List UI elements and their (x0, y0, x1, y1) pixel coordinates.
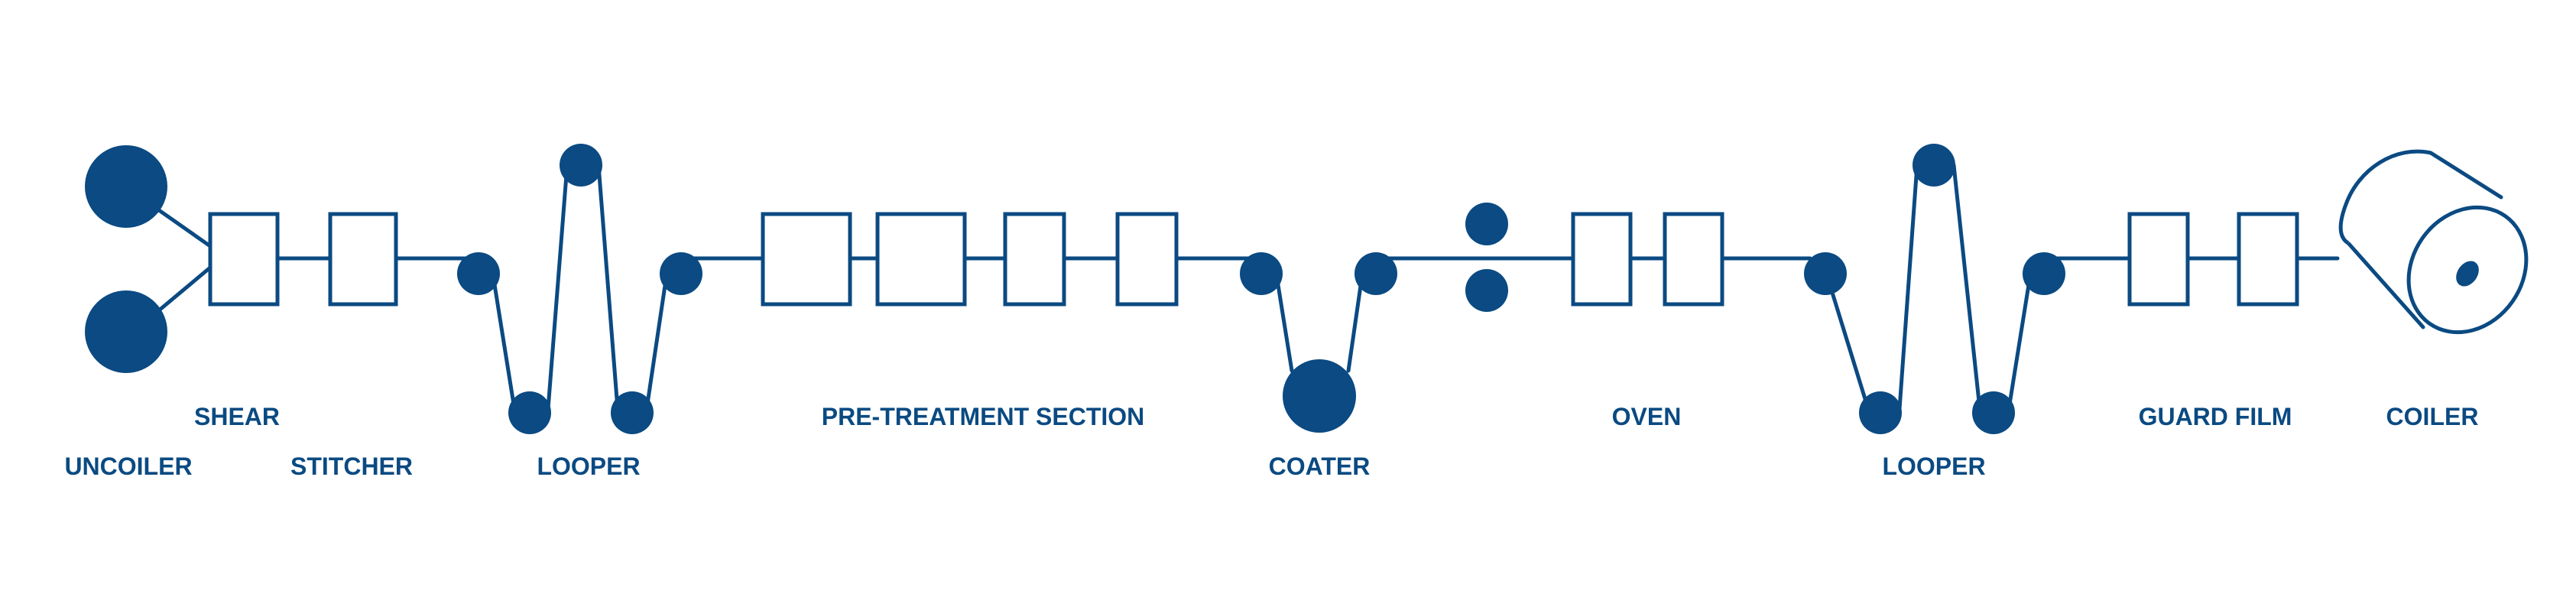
strip-coater-in (1274, 273, 1294, 373)
strip-looper1-d (644, 273, 669, 411)
stitcher-unit (328, 212, 398, 307)
coater-entry-roll (1240, 252, 1283, 295)
shear-unit (208, 212, 280, 307)
label-shear: SHEAR (194, 403, 280, 430)
guard-film-unit-2 (2237, 212, 2299, 307)
coiler-core (2456, 261, 2479, 287)
strip-looper2-b (1897, 163, 1919, 411)
uncoiler (85, 145, 167, 373)
oven-zone-2 (1663, 212, 1724, 307)
entry-looper (457, 144, 702, 434)
label-coiler: COILER (2386, 403, 2479, 430)
strip-looper1-a (491, 273, 517, 411)
strip-coater-out (1346, 273, 1364, 373)
label-coater: COATER (1269, 453, 1371, 480)
guard-film-unit-1 (2127, 212, 2190, 307)
uncoiler-top-coil (85, 145, 167, 228)
pretreatment-tank-1 (761, 212, 852, 307)
label-pretreatment: PRE-TREATMENT SECTION (822, 403, 1145, 430)
pretreatment-section (761, 212, 1179, 307)
label-uncoiler: UNCOILER (64, 453, 192, 480)
uncoiler-bottom-coil (85, 290, 167, 373)
looper2-entry-roll (1804, 252, 1847, 295)
strip-path (157, 163, 2340, 411)
coater-applicator-roll (1283, 359, 1356, 433)
looper1-entry-roll (457, 252, 500, 295)
looper1-bottom-roll-2 (611, 391, 654, 434)
strip-looper1-c (596, 163, 620, 411)
guard-film (2127, 212, 2299, 307)
strip-uncoiler-bottom-feed (157, 265, 213, 313)
pretreatment-tank-3 (1003, 212, 1066, 307)
label-guard-film: GUARD FILM (2139, 403, 2292, 430)
coater-exit-roll (1355, 252, 1397, 295)
label-looper-exit: LOOPER (1882, 453, 1985, 480)
looper2-top-roll (1913, 144, 1955, 187)
label-oven: OVEN (1612, 403, 1682, 430)
strip-looper2-c (1951, 163, 1982, 411)
coiler-top-edge (2428, 151, 2503, 200)
looper1-top-roll (560, 144, 602, 187)
strip-uncoiler-top-feed (157, 208, 213, 248)
coiler-icon (2338, 149, 2529, 335)
oven (1571, 212, 1724, 307)
looper1-exit-roll (660, 252, 702, 295)
coater (1240, 252, 1397, 433)
coiler-bottom-edge (2346, 241, 2425, 329)
looper1-bottom-roll-1 (508, 391, 551, 434)
coiler-back-arc (2338, 149, 2432, 245)
nip-roll-bottom (1465, 269, 1508, 312)
oven-zone-1 (1571, 212, 1633, 307)
label-looper-entry: LOOPER (537, 453, 640, 480)
strip-looper2-d (2007, 273, 2033, 411)
looper2-exit-roll (2023, 252, 2065, 295)
label-stitcher: STITCHER (290, 453, 413, 480)
labels: UNCOILER SHEAR STITCHER LOOPER PRE-TREAT… (64, 403, 2478, 480)
pretreatment-tank-2 (875, 212, 967, 307)
nip-roll-top (1465, 203, 1508, 245)
strip-looper1-b (546, 163, 569, 411)
strip-looper2-a (1825, 273, 1870, 411)
looper2-bottom-roll-1 (1859, 391, 1902, 434)
pretreatment-tank-4 (1115, 212, 1179, 307)
exit-looper (1804, 144, 2065, 434)
looper2-bottom-roll-2 (1972, 391, 2015, 434)
